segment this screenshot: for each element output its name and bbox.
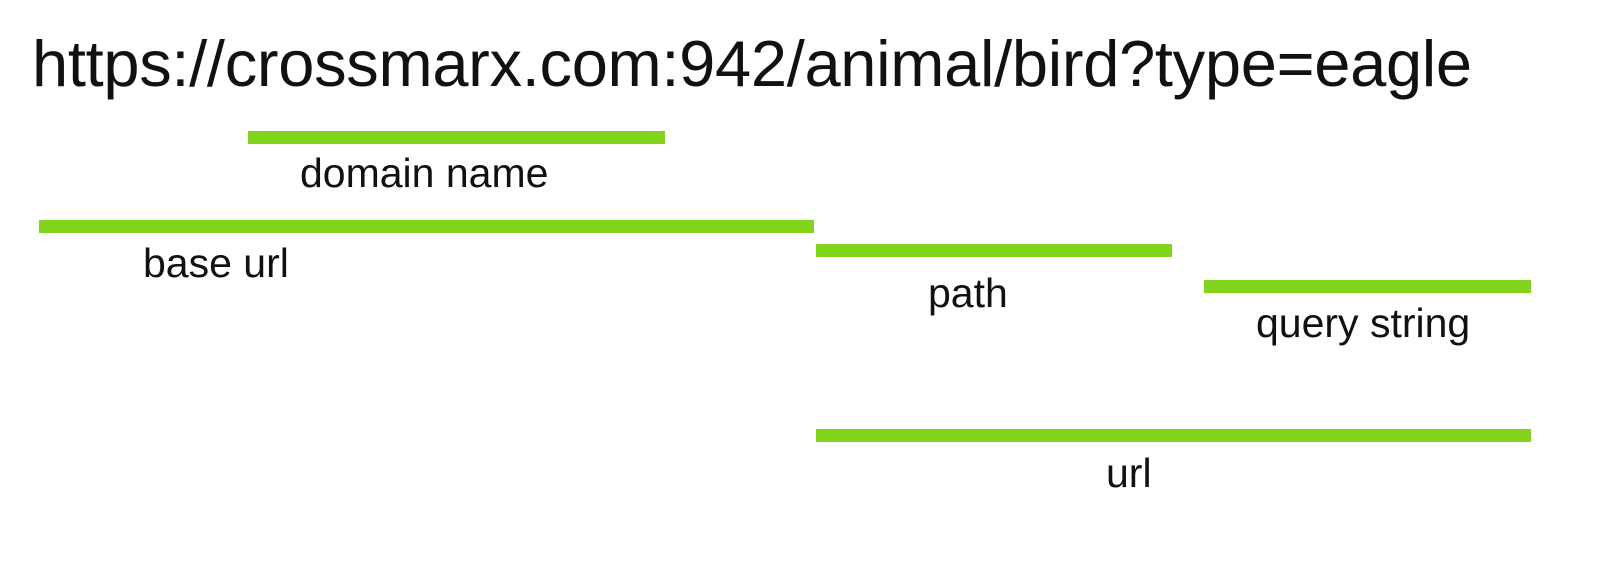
- query-string-bar: [1204, 280, 1531, 293]
- path-bar: [816, 244, 1172, 257]
- query-string-label: query string: [1256, 300, 1471, 346]
- example-url: https://crossmarx.com:942/animal/bird?ty…: [32, 27, 1472, 100]
- base-url-label: base url: [143, 240, 289, 286]
- path-label: path: [928, 270, 1008, 316]
- url-bar: [816, 429, 1531, 442]
- url-label: url: [1106, 450, 1152, 496]
- domain-name-label: domain name: [300, 150, 549, 196]
- domain-name-bar: [248, 131, 665, 144]
- base-url-bar: [39, 220, 814, 233]
